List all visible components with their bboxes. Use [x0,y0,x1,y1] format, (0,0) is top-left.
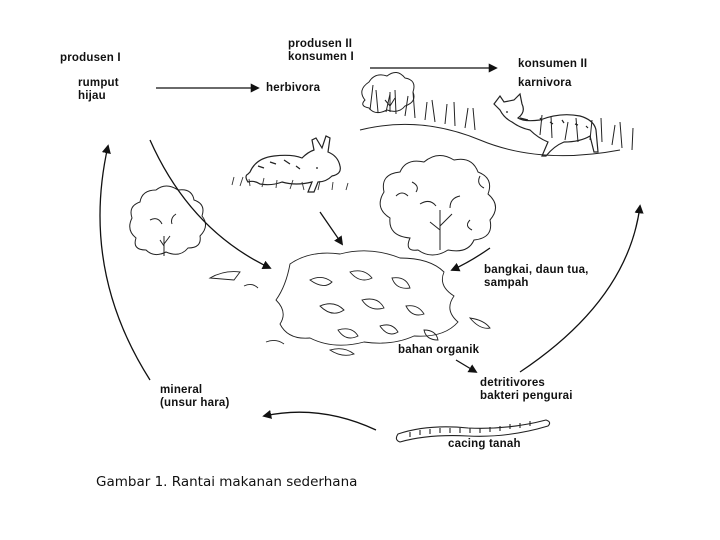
arrow-detritivores-up [520,206,640,372]
label-produsen-1: produsen I [60,52,121,65]
label-bakteri-pengurai: bakteri pengurai [480,390,573,403]
arrow-organik-to-detritivores [456,360,476,372]
arrow-mineral-up [100,146,150,380]
leaf-litter-illustration [210,251,490,356]
label-mineral: mineral [160,384,202,397]
figure-caption: Gambar 1. Rantai makanan sederhana [96,474,357,490]
label-karnivora: karnivora [518,77,572,90]
tree-illustration [130,186,206,256]
arrow-detritivores-to-mineral [264,412,376,430]
rabbit-illustration [246,136,340,192]
label-cacing-tanah: cacing tanah [448,438,521,451]
label-konsumen-2: konsumen II [518,58,587,71]
wild-cat-illustration [494,94,598,156]
arrow-herbivora-to-litter [320,212,342,244]
label-hijau: hijau [78,90,106,103]
label-sampah: sampah [484,277,529,290]
bush-illustration [380,155,495,255]
label-unsur-hara: (unsur hara) [160,397,230,410]
label-rumput: rumput [78,77,119,90]
label-bahan-organik: bahan organik [398,344,479,357]
label-bangkai: bangkai, daun tua, [484,264,589,277]
label-konsumen-1: konsumen I [288,51,354,64]
arrow-produsen-to-litter [150,140,270,268]
label-produsen-2: produsen II [288,38,352,51]
label-detritivores: detritivores [480,377,545,390]
label-herbivora: herbivora [266,82,320,95]
